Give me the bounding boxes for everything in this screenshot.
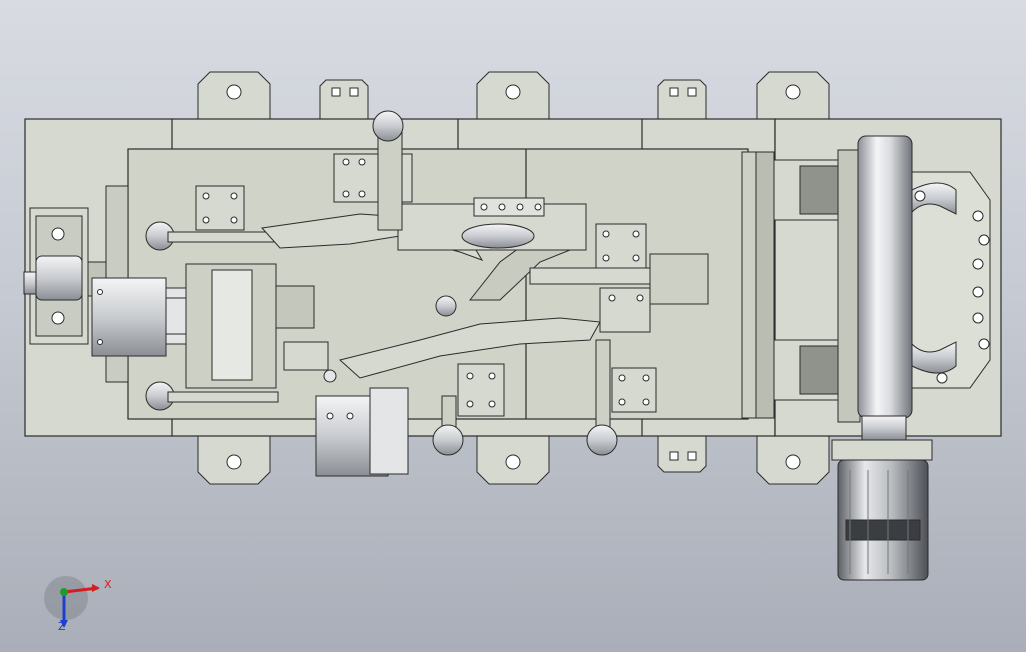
clamp-assembly-bottom [315, 295, 505, 477]
clamp-assembly-top [333, 110, 413, 231]
central-arm [261, 197, 601, 379]
z-axis-label: Z [58, 620, 66, 633]
drive-motor [831, 415, 933, 581]
mounting-tabs-top [197, 71, 830, 121]
clamp-assembly-right [529, 223, 709, 456]
drive-drum [857, 135, 991, 419]
left-pneumatic-cylinder [91, 185, 207, 383]
axis-triad-icon [44, 576, 100, 628]
x-axis-label: X [104, 578, 112, 591]
right-slide-rail [741, 149, 861, 423]
mounting-tabs-bottom [197, 435, 830, 485]
clamp-assembly-left [145, 185, 329, 411]
